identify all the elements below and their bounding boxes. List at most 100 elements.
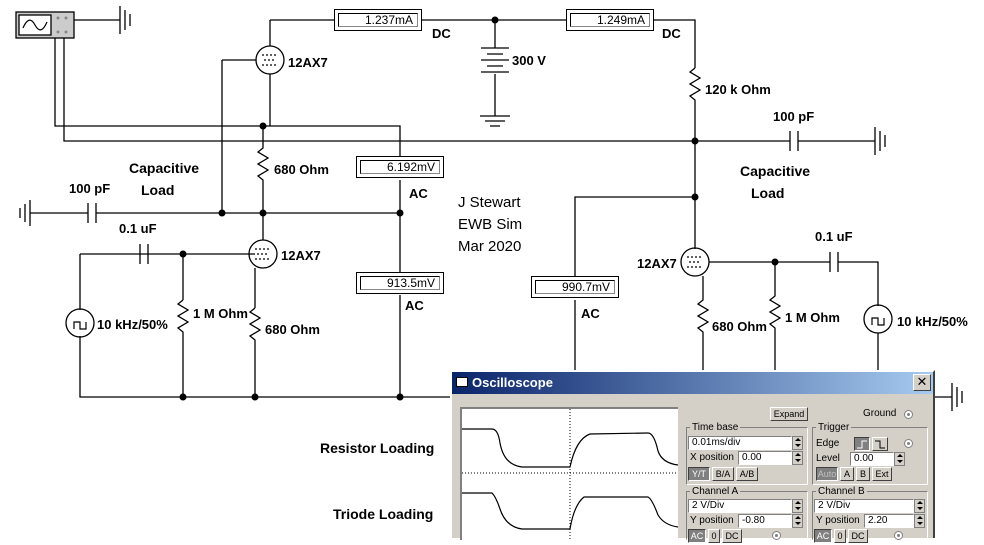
tube-label: 12AX7 (637, 256, 677, 271)
resistor-label: 680 Ohm (712, 319, 767, 334)
mode-ba-button[interactable]: B/A (712, 467, 734, 481)
timebase-label: Time base (690, 422, 741, 433)
triode-loading-label: Triode Loading (333, 506, 434, 522)
oscilloscope-title: Oscilloscope (472, 375, 553, 390)
resistor-label: 1 M Ohm (193, 306, 248, 321)
oscilloscope-titlebar[interactable]: Oscilloscope ✕ (452, 372, 933, 394)
ground-symbol (951, 383, 963, 411)
junction-dot (179, 393, 187, 401)
channel-a-scale-spinner[interactable] (792, 499, 803, 513)
capacitive-load-label: Capacitive (740, 163, 811, 179)
capacitive-load-label: Load (751, 185, 785, 201)
falling-edge-icon (875, 440, 885, 449)
ammeter-left-value: 1.237mA (338, 13, 418, 27)
oscilloscope-window[interactable]: Oscilloscope ✕ Expand Ground Time base 0… (450, 370, 935, 543)
channel-b-scale-field[interactable]: 2 V/Div (814, 499, 914, 513)
ground-label: Ground (863, 408, 897, 419)
junction-dot (396, 209, 404, 217)
channel-a-label: Channel A (690, 486, 741, 497)
channel-a-terminal[interactable] (772, 531, 781, 540)
ground-symbol (119, 6, 131, 34)
channel-b-dc-button[interactable]: DC (848, 529, 868, 543)
ammeter-left[interactable]: 1.237mA (334, 9, 422, 31)
level-spinner[interactable] (894, 452, 905, 466)
capacitor (789, 131, 799, 151)
channel-b-zero-button[interactable]: 0 (834, 529, 846, 543)
mode-yt-button[interactable]: Y/T (688, 467, 710, 481)
mode-ab-button[interactable]: A/B (736, 467, 758, 481)
junction-dot (491, 16, 499, 24)
timebase-field[interactable]: 0.01ms/div (688, 436, 792, 450)
edge-label: Edge (816, 438, 840, 449)
resistor-label: 1 M Ohm (785, 310, 840, 325)
level-field[interactable]: 0.00 (850, 452, 894, 466)
xposition-label: X position (690, 452, 734, 463)
ammeter-right[interactable]: 1.249mA (566, 9, 654, 31)
dc-label: DC (432, 26, 451, 41)
wire (63, 38, 790, 142)
source-label: 10 kHz/50% (897, 314, 968, 329)
edge-rising-button[interactable] (854, 437, 870, 451)
rising-edge-icon (857, 440, 867, 449)
ac-label: AC (581, 306, 600, 321)
channel-a-scale-field[interactable]: 2 V/Div (688, 499, 792, 513)
voltmeter-top[interactable]: 6.192mV (356, 156, 444, 178)
channel-a-ac-button[interactable]: AC (688, 529, 706, 543)
junction-dot (691, 193, 699, 201)
xposition-field[interactable]: 0.00 (738, 451, 792, 465)
junction-dot (259, 209, 267, 217)
capacitor-label: 100 pF (69, 181, 111, 196)
expand-button[interactable]: Expand (770, 407, 808, 421)
channel-b-ypos-label: Y position (816, 515, 860, 526)
trigger-group (812, 427, 928, 485)
channel-a-zero-button[interactable]: 0 (708, 529, 720, 543)
channel-b-scale-spinner[interactable] (914, 499, 925, 513)
junction-dot (396, 393, 404, 401)
close-button[interactable]: ✕ (913, 374, 931, 391)
capacitor (87, 203, 97, 223)
channel-b-terminal[interactable] (894, 531, 903, 540)
trigger-b-button[interactable]: B (856, 467, 870, 481)
source-label: 10 kHz/50% (97, 317, 168, 332)
channel-b-ac-button[interactable]: AC (814, 529, 832, 543)
resistor-1m-left (176, 299, 190, 397)
junction-dot (259, 122, 267, 130)
resistor-label: 680 Ohm (274, 162, 329, 177)
channel-a-dc-button[interactable]: DC (722, 529, 742, 543)
voltmeter-mid[interactable]: 913.5mV (356, 272, 444, 294)
oscilloscope-app-icon (456, 377, 468, 387)
capacitive-load-label: Capacitive (129, 160, 200, 176)
trigger-auto-button[interactable]: Auto (816, 467, 838, 481)
channel-b-ypos-field[interactable]: 2.20 (864, 514, 914, 528)
battery-symbol (481, 47, 509, 73)
xposition-spinner[interactable] (792, 451, 803, 465)
ground-terminal[interactable] (904, 410, 913, 419)
trigger-label: Trigger (816, 422, 852, 433)
voltmeter-right[interactable]: 990.7mV (531, 276, 619, 298)
trigger-ext-button[interactable]: Ext (872, 467, 892, 481)
junction-dot (771, 258, 779, 266)
edge-falling-button[interactable] (872, 437, 888, 451)
trigger-a-button[interactable]: A (840, 467, 854, 481)
author-label: J Stewart (458, 194, 521, 211)
trigger-terminal[interactable] (904, 439, 913, 448)
ground-symbol (874, 127, 886, 155)
capacitor-label: 0.1 uF (119, 221, 157, 236)
timebase-spinner[interactable] (792, 436, 803, 450)
tube-label: 12AX7 (281, 248, 321, 263)
waveform-display (462, 409, 679, 540)
ground-symbol (480, 115, 510, 127)
channel-a-ypos-spinner[interactable] (792, 514, 803, 528)
channel-b-ypos-spinner[interactable] (914, 514, 925, 528)
voltmeter-mid-value: 913.5mV (360, 276, 440, 290)
dc-label: DC (662, 26, 681, 41)
resistor-label: 120 k Ohm (705, 82, 771, 97)
sim-label: EWB Sim (458, 216, 523, 233)
source-symbol (65, 308, 95, 338)
channel-a-ypos-field[interactable]: -0.80 (738, 514, 792, 528)
capacitor-label: 100 pF (773, 109, 815, 124)
capacitor-label: 0.1 uF (815, 229, 853, 244)
resistor-120k (688, 67, 702, 249)
resistor-680-top (256, 126, 270, 213)
